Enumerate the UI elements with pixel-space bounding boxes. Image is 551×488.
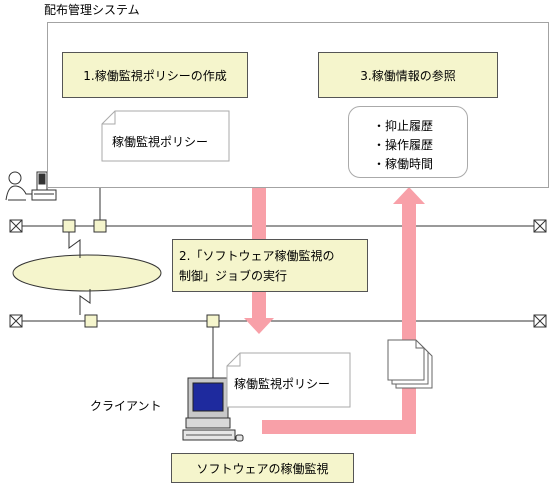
policy-document-label: 稼働監視ポリシー — [112, 135, 209, 149]
step1-create-policy: 1.稼働監視ポリシーの作成 — [62, 52, 248, 98]
step3-reference-info: 3.稼働情報の参照 — [318, 52, 498, 98]
wan-ellipse — [12, 254, 162, 292]
bottom-label: ソフトウェアの稼働監視 — [196, 461, 329, 476]
step2-label-line1: 2.「ソフトウェア稼働監視の — [179, 249, 335, 263]
software-monitoring-box: ソフトウェアの稼働監視 — [171, 453, 354, 483]
network-node-icon — [62, 219, 220, 328]
terminator-icon — [9, 219, 547, 328]
client-policy-label: 稼働監視ポリシー — [234, 377, 331, 391]
reference-item: ・稼働時間 — [373, 157, 434, 171]
reference-items-box: ・抑止履歴 ・操作履歴 ・稼働時間 — [348, 106, 468, 178]
system-title: 配布管理システム — [44, 3, 140, 17]
reference-item: ・操作履歴 — [373, 138, 434, 152]
wan-link-line — [68, 232, 81, 258]
step2-label-line2: 制御」ジョブの実行 — [179, 269, 288, 283]
policy-document-icon — [101, 110, 230, 162]
distribution-system-box — [47, 22, 549, 188]
client-policy-document-icon — [226, 352, 351, 408]
client-pc-icon — [182, 377, 244, 442]
step1-label: 1.稼働監視ポリシーの作成 — [83, 68, 227, 83]
documents-icon — [387, 339, 433, 389]
operator-icon — [5, 171, 57, 201]
step2-execute-job: 2.「ソフトウェア稼働監視の 制御」ジョブの実行 — [172, 239, 368, 292]
step3-label: 3.稼働情報の参照 — [360, 68, 456, 83]
client-label: クライアント — [90, 399, 162, 413]
reference-item: ・抑止履歴 — [373, 119, 434, 133]
